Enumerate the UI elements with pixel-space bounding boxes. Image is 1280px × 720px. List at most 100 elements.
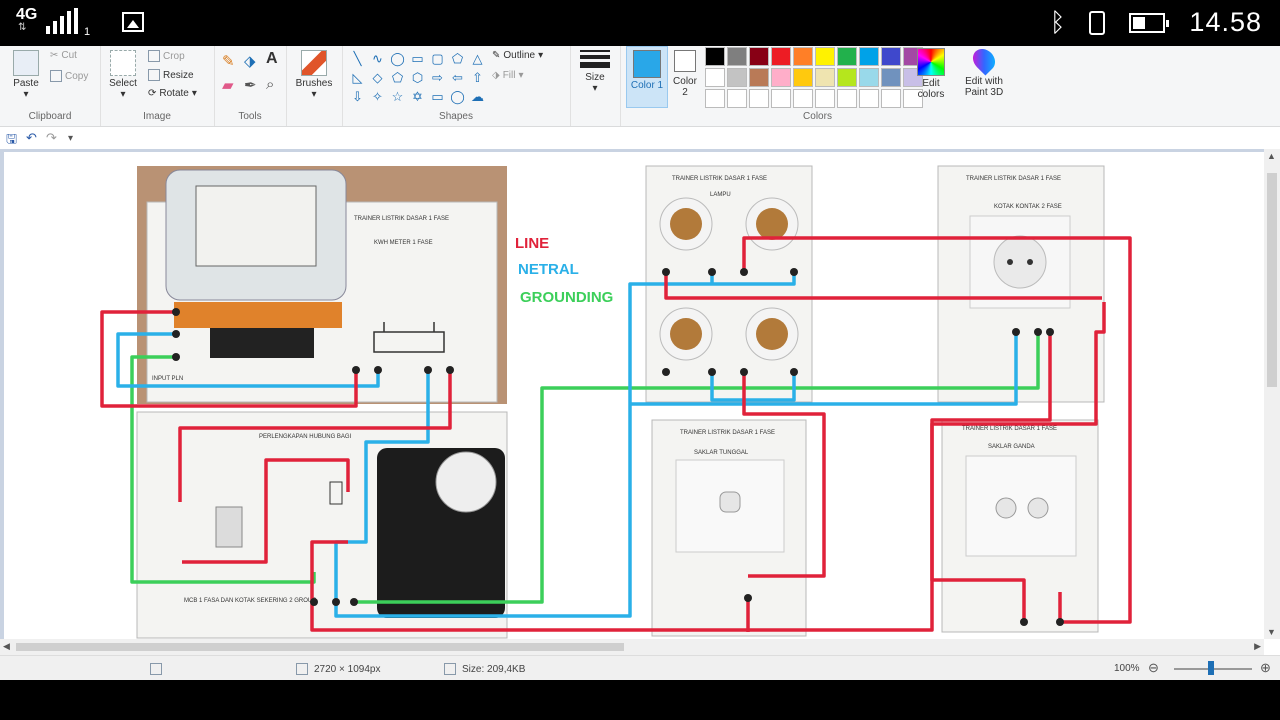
- palette-swatch[interactable]: [815, 47, 835, 66]
- line-shape-icon[interactable]: ╲: [353, 51, 362, 66]
- terminal: [1046, 328, 1054, 336]
- color-picker-icon[interactable]: ✒: [244, 77, 257, 94]
- zoom-out-icon[interactable]: ⊖: [1148, 660, 1159, 675]
- palette-swatch[interactable]: [771, 68, 791, 87]
- paste-icon: [13, 50, 39, 76]
- crop-button[interactable]: Crop: [148, 50, 185, 62]
- scroll-left-icon[interactable]: ◀: [3, 641, 10, 651]
- right-triangle-shape-icon[interactable]: ◺: [352, 70, 363, 85]
- palette-swatch[interactable]: [793, 47, 813, 66]
- palette-swatch[interactable]: [859, 68, 879, 87]
- palette-swatch[interactable]: [815, 68, 835, 87]
- palette-swatch[interactable]: [771, 47, 791, 66]
- scroll-up-icon[interactable]: ▲: [1267, 151, 1276, 161]
- double-switch-plate: [965, 455, 1077, 557]
- palette-swatch-empty[interactable]: [749, 89, 769, 108]
- palette-swatch[interactable]: [881, 47, 901, 66]
- palette-swatch[interactable]: [881, 68, 901, 87]
- shapes-gallery[interactable]: ╲ ∿ ◯ ▭ ▢ ⬠ △ ◺ ◇ ⬠ ⬡ ⇨ ⇦ ⇧ ⇩ ✧ ☆ ✡ ▭ ◯ ☁: [348, 50, 487, 106]
- zoom-slider-thumb[interactable]: [1208, 661, 1214, 675]
- copy-button[interactable]: Copy: [50, 70, 88, 82]
- palette-swatch-empty[interactable]: [705, 89, 725, 108]
- up-arrow-shape-icon[interactable]: ⇧: [472, 70, 483, 85]
- horizontal-scroll-thumb[interactable]: [16, 643, 624, 651]
- callout-rect-shape-icon[interactable]: ▭: [431, 89, 444, 104]
- polygon-shape-icon[interactable]: ⬠: [451, 51, 464, 66]
- palette-swatch[interactable]: [749, 47, 769, 66]
- redo-icon[interactable]: ↷: [46, 130, 57, 145]
- paste-button[interactable]: Paste▾: [8, 50, 44, 100]
- scroll-down-icon[interactable]: ▼: [1267, 627, 1276, 637]
- rounded-rect-shape-icon[interactable]: ▢: [431, 51, 444, 66]
- resize-label: Resize: [163, 69, 194, 81]
- palette-swatch[interactable]: [749, 68, 769, 87]
- kwh-meter-caption: KWH METER 1 FASE: [374, 240, 433, 246]
- down-arrow-shape-icon[interactable]: ⇩: [352, 89, 363, 104]
- magnifier-icon[interactable]: ⌕: [266, 76, 275, 93]
- callout-oval-shape-icon[interactable]: ◯: [450, 89, 465, 104]
- undo-icon[interactable]: ↶: [26, 130, 37, 145]
- brushes-button[interactable]: Brushes▾: [292, 50, 336, 100]
- pencil-icon[interactable]: ✎: [222, 53, 235, 70]
- input-pln-caption: INPUT PLN: [152, 376, 183, 382]
- palette-swatch[interactable]: [705, 68, 725, 87]
- palette-swatch[interactable]: [727, 47, 747, 66]
- curve-shape-icon[interactable]: ∿: [372, 51, 383, 66]
- palette-swatch-empty[interactable]: [727, 89, 747, 108]
- left-arrow-shape-icon[interactable]: ⇦: [452, 70, 463, 85]
- image-dimensions: 2720 × 1094px: [296, 663, 380, 675]
- fill-label: Fill: [502, 70, 516, 81]
- palette-swatch-empty[interactable]: [903, 89, 923, 108]
- palette-swatch[interactable]: [837, 68, 857, 87]
- size-button[interactable]: Size▾: [576, 50, 614, 94]
- fill-button[interactable]: ⬗Fill▾: [492, 70, 524, 81]
- edit-colors-button[interactable]: Edit colors: [912, 48, 950, 100]
- palette-swatch[interactable]: [705, 47, 725, 66]
- palette-swatch[interactable]: [859, 47, 879, 66]
- drawing-canvas[interactable]: TRAINER LISTRIK DASAR 1 FASE KWH METER 1…: [4, 152, 1264, 639]
- palette-swatch[interactable]: [837, 47, 857, 66]
- star5-shape-icon[interactable]: ☆: [391, 89, 404, 104]
- scroll-right-icon[interactable]: ▶: [1254, 641, 1261, 651]
- hexagon-shape-icon[interactable]: ⬡: [411, 70, 424, 85]
- palette-swatch-empty[interactable]: [815, 89, 835, 108]
- copy-icon: [50, 70, 62, 82]
- select-button[interactable]: Select▾: [106, 50, 140, 100]
- palette-swatch-empty[interactable]: [859, 89, 879, 108]
- customize-qat-icon[interactable]: ▾: [68, 133, 74, 144]
- palette-swatch[interactable]: [727, 68, 747, 87]
- fill-bucket-icon[interactable]: ⬗: [244, 53, 256, 70]
- text-tool-icon[interactable]: A: [266, 50, 278, 67]
- outline-button[interactable]: ✎Outline▾: [492, 50, 543, 61]
- vertical-scrollbar[interactable]: ▲ ▼: [1264, 149, 1280, 639]
- save-icon[interactable]: 🖫: [6, 131, 18, 146]
- cloud-shape-icon[interactable]: ☁: [471, 89, 484, 104]
- star6-shape-icon[interactable]: ✡: [412, 89, 423, 104]
- pentagon-shape-icon[interactable]: ⬠: [391, 70, 404, 85]
- palette-swatch-empty[interactable]: [837, 89, 857, 108]
- color1-button[interactable]: Color 1: [626, 46, 668, 108]
- wall-socket: [969, 215, 1071, 309]
- horizontal-scrollbar[interactable]: ◀ ▶: [0, 639, 1264, 655]
- rotate-button[interactable]: ⟳Rotate▾: [148, 88, 197, 99]
- right-arrow-shape-icon[interactable]: ⇨: [432, 70, 443, 85]
- palette-swatch-empty[interactable]: [793, 89, 813, 108]
- palette-swatch-empty[interactable]: [771, 89, 791, 108]
- lamp-socket-core: [670, 318, 702, 350]
- palette-swatch-empty[interactable]: [881, 89, 901, 108]
- cut-button[interactable]: ✂Cut: [50, 50, 77, 61]
- star4-shape-icon[interactable]: ✧: [372, 89, 383, 104]
- palette-swatch[interactable]: [793, 68, 813, 87]
- rectangle-shape-icon[interactable]: ▭: [411, 51, 424, 66]
- edit-with-paint3d-button[interactable]: Edit with Paint 3D: [958, 44, 1010, 98]
- eraser-icon[interactable]: ▰: [222, 77, 234, 94]
- vertical-scroll-thumb[interactable]: [1267, 173, 1277, 387]
- zoom-in-icon[interactable]: ⊕: [1260, 660, 1271, 675]
- triangle-shape-icon[interactable]: △: [472, 51, 483, 66]
- resize-button[interactable]: Resize: [148, 69, 194, 81]
- socket-hole: [1027, 259, 1033, 265]
- diamond-shape-icon[interactable]: ◇: [372, 70, 383, 85]
- oval-shape-icon[interactable]: ◯: [390, 51, 405, 66]
